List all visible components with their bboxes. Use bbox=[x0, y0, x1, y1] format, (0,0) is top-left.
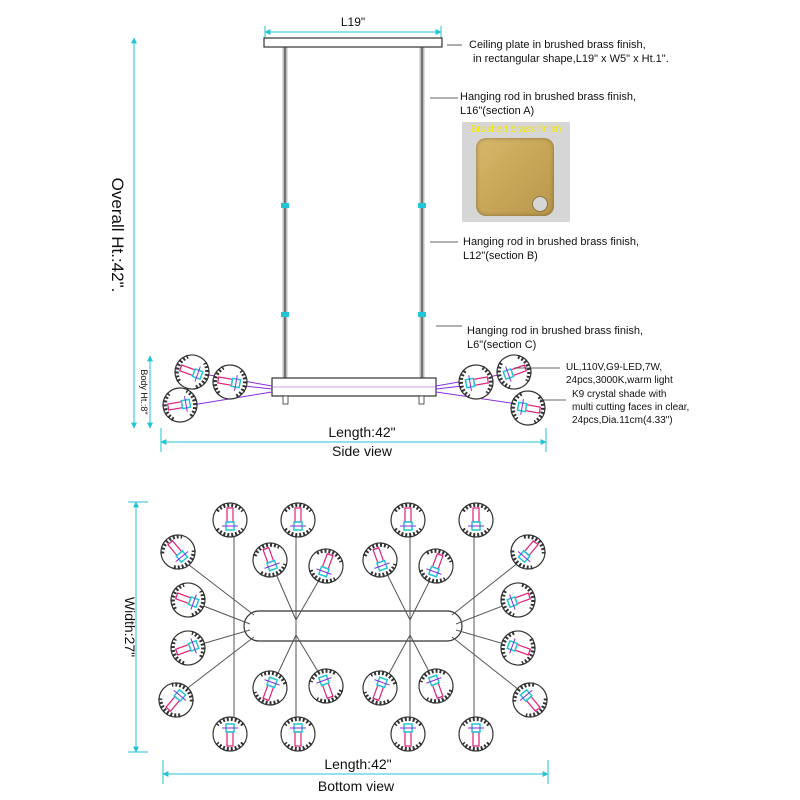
swatch-title: Brushed brass finish bbox=[470, 124, 562, 135]
shade-spec-1: K9 crystal shade with bbox=[572, 389, 667, 400]
crystal-bulb bbox=[490, 348, 538, 396]
bulb-spec-1: UL,110V,G9-LED,7W, bbox=[566, 362, 662, 373]
rod-c-desc-1: Hanging rod in brushed brass finish, bbox=[467, 325, 643, 337]
rod-b-desc-1: Hanging rod in brushed brass finish, bbox=[463, 236, 639, 248]
crystal-bulb bbox=[457, 715, 495, 753]
brass-finish-swatch: Brushed brass finish bbox=[462, 122, 570, 222]
crystal-bulb bbox=[506, 386, 550, 430]
crystal-bulb bbox=[246, 536, 294, 584]
crystal-bulb bbox=[164, 576, 212, 624]
plate-hole bbox=[532, 196, 548, 212]
bottom-view-caption: Bottom view bbox=[318, 778, 395, 794]
ceiling-plate bbox=[263, 37, 443, 48]
crystal-bulb bbox=[211, 501, 249, 539]
crystal-bulb bbox=[168, 348, 216, 396]
side-view: L19" Overall Ht.:42" bbox=[108, 15, 689, 459]
crystal-bulb bbox=[158, 383, 202, 427]
crystal-bulb bbox=[412, 662, 460, 710]
crystal-bulb bbox=[494, 576, 542, 624]
width-label: Width:27" bbox=[122, 597, 138, 657]
bottom-length-label: Length:42" bbox=[324, 756, 391, 772]
crystal-bulb bbox=[356, 664, 404, 712]
rod-joint bbox=[281, 203, 289, 208]
crystal-bulb bbox=[494, 624, 542, 672]
crystal-bulb bbox=[150, 674, 202, 726]
side-length-label: Length:42" bbox=[328, 424, 395, 440]
crystal-bulb bbox=[389, 501, 427, 539]
crystal-bulb bbox=[412, 542, 460, 590]
rod-a-desc-2: L16"(section A) bbox=[460, 105, 534, 117]
crystal-bulb bbox=[208, 360, 252, 404]
rod-c-desc-2: L6"(section C) bbox=[467, 339, 536, 351]
bottom-body bbox=[243, 610, 463, 642]
crystal-bulb bbox=[457, 501, 495, 539]
crystal-bulb bbox=[152, 526, 204, 578]
crystal-bulb bbox=[302, 662, 350, 710]
rod-b-desc-2: L12"(section B) bbox=[463, 250, 538, 262]
body-height-label: Body Ht.:8" bbox=[139, 369, 149, 414]
crystal-bulb bbox=[164, 624, 212, 672]
overall-height-label: Overall Ht.:42". bbox=[108, 178, 127, 293]
rod-joint bbox=[281, 312, 289, 317]
crystal-bulb bbox=[211, 715, 249, 753]
crystal-bulb bbox=[389, 715, 427, 753]
ceiling-plate-desc-1: Ceiling plate in brushed brass finish, bbox=[469, 39, 646, 51]
crystal-bulb bbox=[279, 715, 317, 753]
crystal-bulb bbox=[504, 674, 556, 726]
crystal-bulb bbox=[356, 536, 404, 584]
shade-spec-2: multi cutting faces in clear, bbox=[572, 402, 689, 413]
shade-spec-3: 24pcs,Dia.11cm(4.33") bbox=[572, 415, 673, 426]
crystal-bulb bbox=[302, 542, 350, 590]
side-view-caption: Side view bbox=[332, 443, 393, 459]
crystal-bulb bbox=[279, 501, 317, 539]
bottom-view: Width:27" Length:42" Bottom view bbox=[122, 501, 556, 794]
ceiling-plate-desc-2: in rectangular shape,L19" x W5" x Ht.1". bbox=[473, 53, 669, 65]
crystal-bulb bbox=[246, 664, 294, 712]
rod-joint bbox=[418, 203, 426, 208]
top-dimension-label: L19" bbox=[341, 15, 365, 29]
bulb-spec-2: 24pcs,3000K,warm light bbox=[566, 375, 673, 386]
rod-joint bbox=[418, 312, 426, 317]
rod-a-desc-1: Hanging rod in brushed brass finish, bbox=[460, 91, 636, 103]
